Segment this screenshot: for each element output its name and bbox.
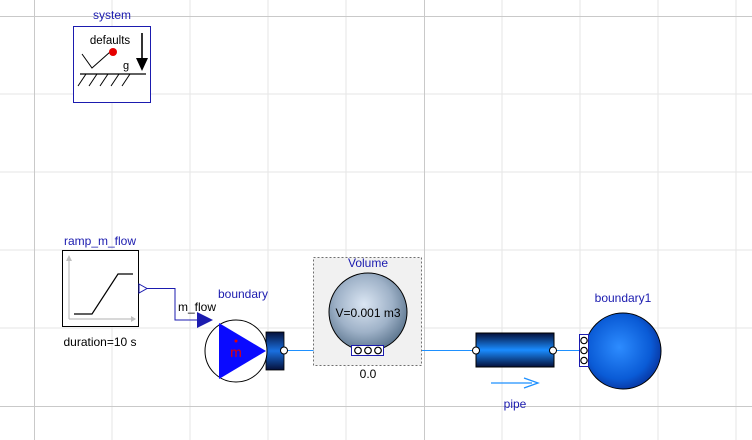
volume-label: Volume bbox=[348, 256, 388, 270]
boundary1-component[interactable]: boundary1 bbox=[579, 291, 662, 390]
system-label: system bbox=[93, 8, 131, 22]
mass-flow-symbol: m bbox=[230, 344, 242, 360]
system-defaults-text: defaults bbox=[90, 35, 131, 47]
boundary-label: boundary bbox=[218, 287, 268, 301]
volume-component[interactable]: Volume V=0.001 m3 0.0 bbox=[313, 256, 422, 381]
system-component[interactable]: system defaults g bbox=[73, 8, 151, 103]
pipe-port-a[interactable] bbox=[472, 346, 480, 355]
signal-connection[interactable] bbox=[147, 288, 200, 321]
volume-value: 0.0 bbox=[360, 367, 377, 381]
boundary1-port-1[interactable] bbox=[580, 336, 588, 345]
pipe-label: pipe bbox=[504, 397, 527, 411]
ramp-component[interactable]: ramp_m_flow duration=10 s bbox=[62, 234, 149, 349]
flow-direction-arrow-icon bbox=[491, 377, 540, 389]
volume-port-1[interactable] bbox=[354, 346, 362, 355]
gravity-label: g bbox=[123, 60, 129, 72]
pipe-component[interactable]: pipe bbox=[472, 332, 557, 411]
gravity-arrow-icon bbox=[136, 33, 148, 71]
boundary1-label: boundary1 bbox=[595, 291, 652, 305]
mflow-input-label: m_flow bbox=[178, 300, 216, 314]
boundary1-port-2[interactable] bbox=[580, 346, 588, 355]
boundary-input-connector[interactable] bbox=[197, 312, 213, 328]
ramp-label: ramp_m_flow bbox=[64, 234, 136, 248]
boundary1-port-3[interactable] bbox=[580, 356, 588, 365]
ramp-output-connector[interactable] bbox=[138, 283, 149, 294]
volume-param: V=0.001 m3 bbox=[335, 306, 400, 320]
ramp-duration-label: duration=10 s bbox=[63, 335, 136, 349]
boundary-component[interactable]: boundary m bbox=[204, 287, 285, 383]
pipe-port-b[interactable] bbox=[549, 346, 557, 355]
volume-port-3[interactable] bbox=[374, 346, 382, 355]
system-red-dot bbox=[109, 48, 117, 56]
boundary-port[interactable] bbox=[280, 346, 288, 355]
volume-port-2[interactable] bbox=[364, 346, 372, 355]
